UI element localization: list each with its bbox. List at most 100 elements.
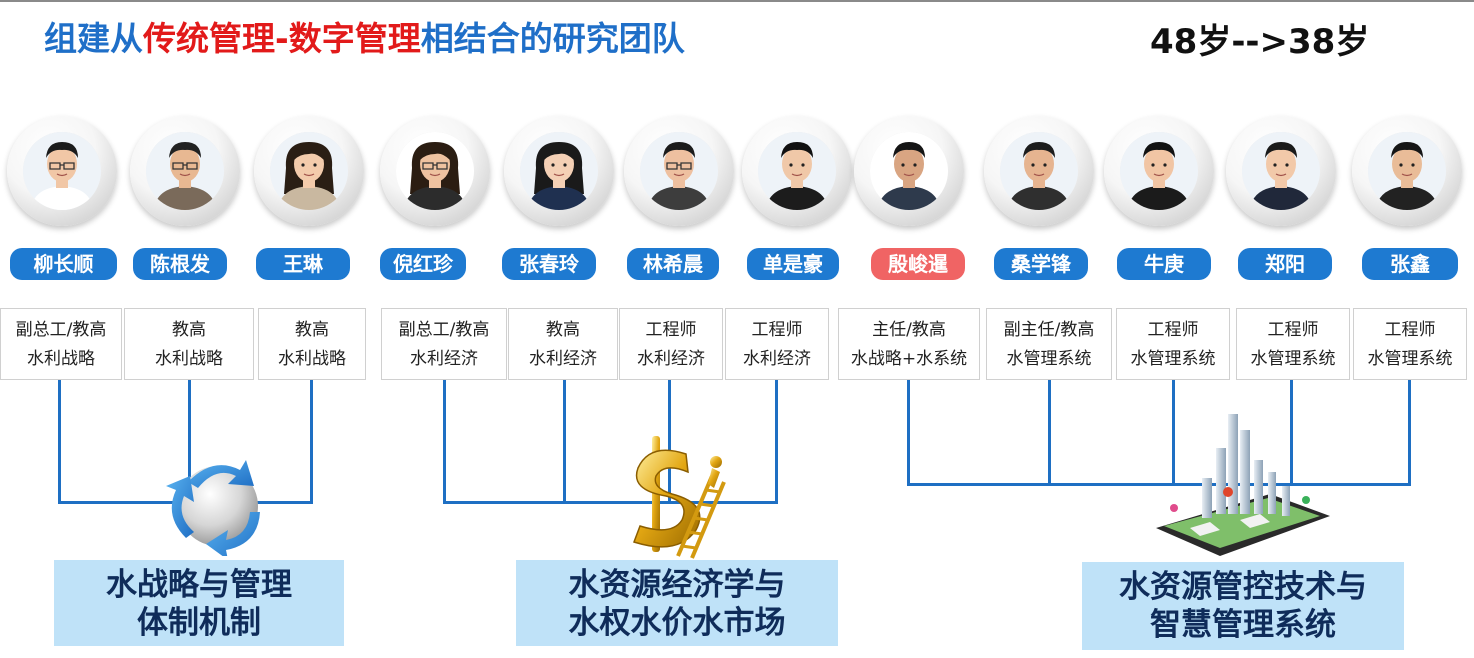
- member-role-box: 教高水利经济: [508, 308, 618, 380]
- theme-3-line-1: 水资源管控技术与: [1119, 569, 1367, 605]
- member-name: 陈根发: [133, 248, 227, 280]
- member-name: 张春玲: [502, 248, 596, 280]
- member-role-box: 工程师水管理系统: [1236, 308, 1350, 380]
- member-field: 水利战略: [27, 349, 95, 369]
- member-name: 倪红珍: [380, 248, 466, 280]
- member-title: 副总工/教高: [398, 320, 490, 340]
- person-photo: [1368, 132, 1446, 210]
- recycle-arrows-icon: [158, 452, 278, 560]
- member-title: 教高: [546, 320, 580, 340]
- member-field: 水利经济: [410, 349, 478, 369]
- member-role-box: 副总工/教高水利经济: [381, 308, 507, 380]
- connector-group-1: [310, 380, 313, 504]
- member-field: 水管理系统: [1130, 349, 1216, 369]
- member-title: 工程师: [1147, 320, 1199, 340]
- member-avatar: [854, 116, 964, 226]
- person-photo: [1242, 132, 1320, 210]
- member-avatar: [1352, 116, 1462, 226]
- person-photo: [1000, 132, 1078, 210]
- member-name: 林希晨: [627, 248, 719, 280]
- member-role-box: 主任/教高水战略+水系统: [838, 308, 980, 380]
- connector-group-3: [1290, 380, 1293, 486]
- person-photo: [146, 132, 224, 210]
- top-rule: [0, 0, 1474, 2]
- connector-group-3: [1048, 380, 1051, 486]
- connector-group-1: [58, 380, 61, 504]
- title-part-3: 相结合的研究团队: [420, 19, 685, 58]
- person-photo: [870, 132, 948, 210]
- connector-group-2: [775, 380, 778, 504]
- age-change-label: 48岁-->38岁: [1150, 22, 1370, 62]
- gold-dollar-ladder-icon: [620, 432, 730, 560]
- member-title: 教高: [172, 320, 206, 340]
- member-title: 教高: [295, 320, 329, 340]
- member-avatar: [7, 116, 117, 226]
- connector-group-3: [1172, 380, 1175, 486]
- member-avatar: [1104, 116, 1214, 226]
- member-name: 郑阳: [1238, 248, 1332, 280]
- person-photo: [1120, 132, 1198, 210]
- member-role-box: 工程师水管理系统: [1353, 308, 1467, 380]
- member-field: 水利经济: [743, 349, 811, 369]
- connector-group-3: [907, 380, 910, 486]
- member-role-box: 工程师水利经济: [725, 308, 829, 380]
- member-role-box: 副总工/教高水利战略: [0, 308, 122, 380]
- member-role-box: 教高水利战略: [258, 308, 366, 380]
- member-role-box: 工程师水管理系统: [1116, 308, 1230, 380]
- theme-1-line-1: 水战略与管理: [106, 567, 292, 603]
- member-title: 副主任/教高: [1003, 320, 1095, 340]
- member-title: 副总工/教高: [15, 320, 107, 340]
- member-field: 水利经济: [529, 349, 597, 369]
- member-name: 王琳: [256, 248, 350, 280]
- member-name: 牛庚: [1117, 248, 1211, 280]
- connector-group-1: [188, 380, 191, 504]
- member-avatar: [984, 116, 1094, 226]
- member-title: 工程师: [751, 320, 803, 340]
- member-role-box: 副主任/教高水管理系统: [986, 308, 1112, 380]
- member-avatar: [130, 116, 240, 226]
- member-field: 水管理系统: [1006, 349, 1092, 369]
- member-field: 水管理系统: [1367, 349, 1453, 369]
- member-field: 水利战略: [278, 349, 346, 369]
- theme-3-line-2: 智慧管理系统: [1150, 607, 1336, 643]
- connector-group-2: [668, 380, 671, 504]
- person-photo: [758, 132, 836, 210]
- member-title: 工程师: [645, 320, 697, 340]
- connector-group-2: [563, 380, 566, 504]
- theme-box-1: 水战略与管理 体制机制: [54, 560, 344, 646]
- theme-box-3: 水资源管控技术与 智慧管理系统: [1082, 562, 1404, 650]
- person-photo: [396, 132, 474, 210]
- person-photo: [23, 132, 101, 210]
- person-photo: [640, 132, 718, 210]
- title-part-1: 组建从: [44, 19, 143, 58]
- member-title: 工程师: [1384, 320, 1436, 340]
- member-name: 单是豪: [747, 248, 839, 280]
- theme-2-line-2: 水权水价水市场: [568, 605, 786, 641]
- member-title: 工程师: [1267, 320, 1319, 340]
- connector-group-2: [443, 501, 778, 504]
- member-avatar: [254, 116, 364, 226]
- member-avatar: [380, 116, 490, 226]
- member-role-box: 教高水利战略: [124, 308, 254, 380]
- member-name: 柳长顺: [10, 248, 117, 280]
- member-name: 张鑫: [1362, 248, 1458, 280]
- member-name: 桑学锋: [994, 248, 1088, 280]
- page-title: 组建从传统管理-数字管理相结合的研究团队: [44, 12, 685, 60]
- smart-city-tablet-icon: [1150, 408, 1332, 562]
- member-name: 殷峻暹: [871, 248, 965, 280]
- title-part-2: 传统管理-数字管理: [143, 19, 421, 58]
- member-field: 水战略+水系统: [850, 349, 968, 369]
- member-field: 水利经济: [637, 349, 705, 369]
- person-photo: [270, 132, 348, 210]
- member-avatar: [1226, 116, 1336, 226]
- connector-group-3: [1408, 380, 1411, 486]
- member-role-box: 工程师水利经济: [619, 308, 723, 380]
- member-title: 主任/教高: [872, 320, 946, 340]
- theme-box-2: 水资源经济学与 水权水价水市场: [516, 560, 838, 646]
- member-avatar: [504, 116, 614, 226]
- member-avatar: [742, 116, 852, 226]
- member-avatar: [624, 116, 734, 226]
- theme-1-line-2: 体制机制: [137, 605, 261, 641]
- member-field: 水管理系统: [1250, 349, 1336, 369]
- person-photo: [520, 132, 598, 210]
